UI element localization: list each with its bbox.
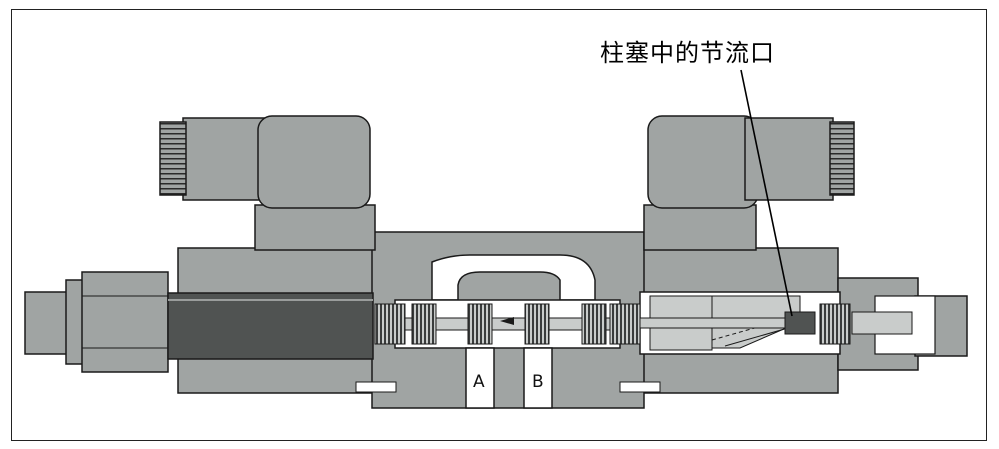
left-bolt	[355, 381, 397, 393]
left-centering-spring	[374, 303, 406, 345]
right-solenoid	[643, 115, 855, 251]
right-connector-knob	[829, 121, 855, 196]
right-return-spring	[819, 303, 851, 345]
spool-land-3	[524, 303, 550, 345]
left-solenoid	[159, 115, 376, 251]
right-armature-cutaway	[599, 291, 913, 355]
callout-label: 柱塞中的节流口	[600, 39, 775, 67]
ports	[465, 347, 553, 409]
spool-land-2	[467, 303, 493, 345]
spool-land-1	[411, 303, 437, 345]
left-armature-tube	[167, 292, 374, 360]
left-end-cap	[24, 271, 169, 373]
spool-land-4	[581, 303, 607, 345]
port-b-label: B	[532, 372, 544, 392]
left-connector-knob	[159, 121, 187, 196]
port-a-channel	[465, 347, 495, 409]
callout-leader-line	[740, 69, 793, 317]
spool-bore	[374, 254, 641, 349]
port-a-label: A	[473, 372, 485, 392]
port-b-channel	[523, 347, 553, 409]
right-centering-spring	[609, 303, 641, 345]
right-bolt	[619, 381, 661, 393]
